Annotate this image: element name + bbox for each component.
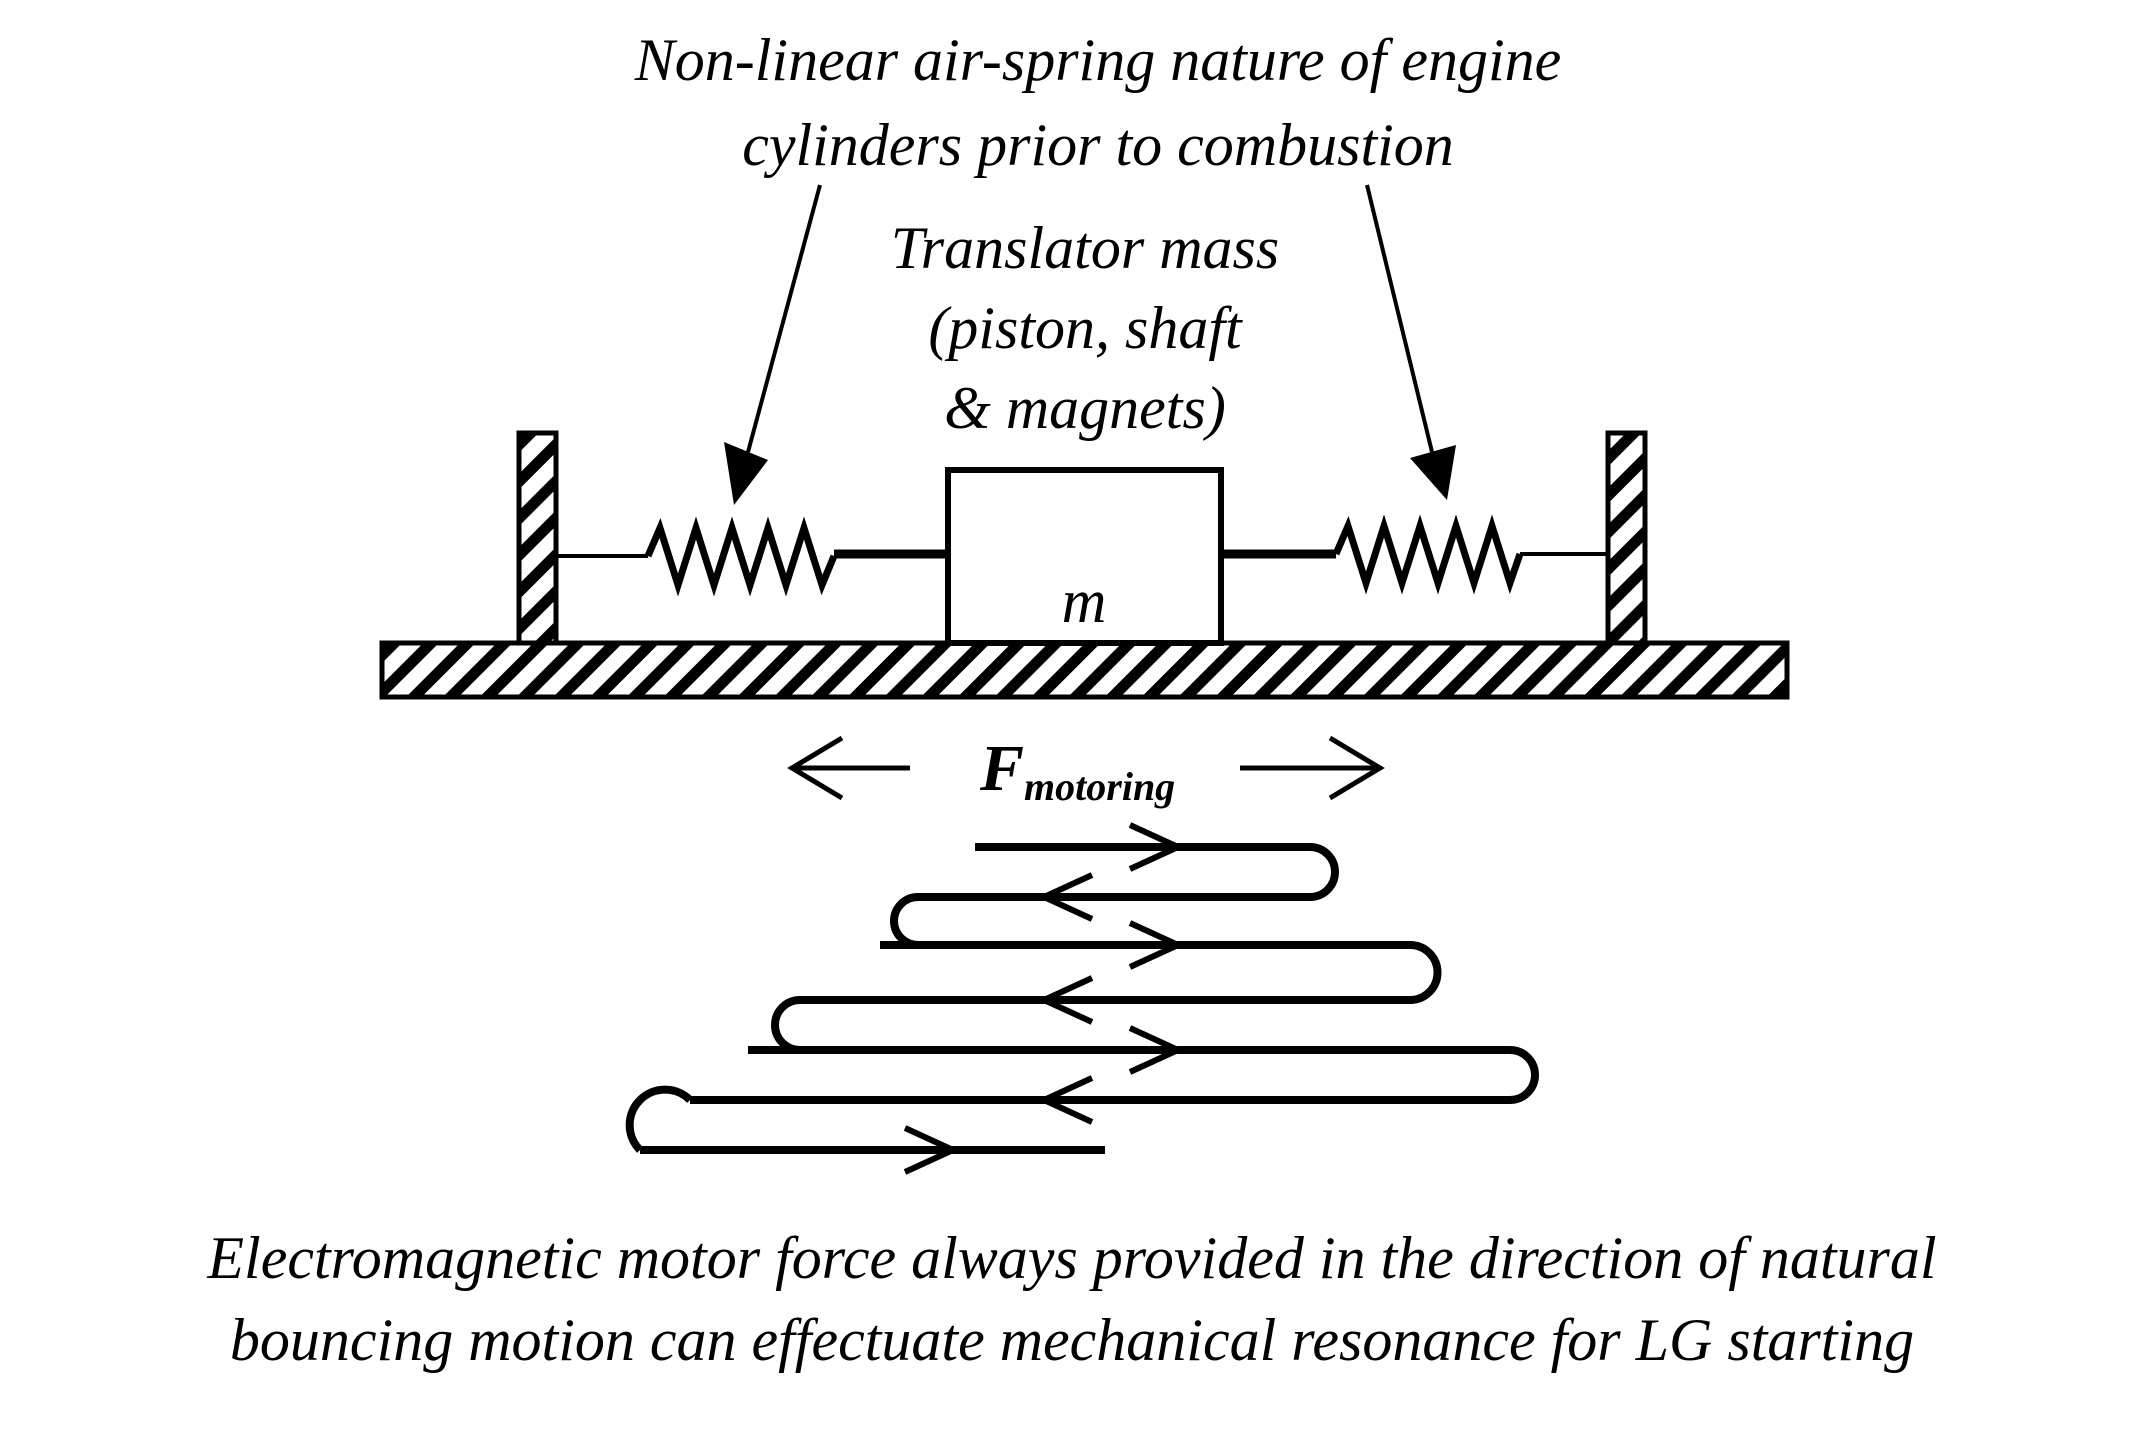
right-wall (1605, 430, 1648, 646)
translator-label-line2: (piston, shaft (928, 295, 1243, 361)
left-spring-pointer-arrow (724, 184, 822, 505)
caption-line1: Electromagnetic motor force always provi… (206, 1225, 1936, 1291)
force-right-arrow (1240, 735, 1385, 801)
air-spring-label-line2: cylinders prior to combustion (742, 112, 1454, 178)
air-spring-label-line1: Non-linear air-spring nature of engine (634, 27, 1562, 93)
left-spring (556, 516, 948, 597)
motion-path-arrowheads (903, 822, 1186, 1175)
force-symbol: F (979, 732, 1024, 805)
right-spring-pointer-arrow (1365, 184, 1456, 500)
translator-label-line1: Translator mass (891, 215, 1279, 281)
ground-base (379, 640, 1790, 700)
force-left-arrow (787, 735, 910, 801)
bouncing-motion-path (625, 843, 1539, 1154)
force-subscript: motoring (1024, 764, 1175, 809)
force-label: Fmotoring (979, 732, 1175, 809)
right-spring (1221, 514, 1608, 595)
left-wall (516, 430, 559, 646)
caption-line2: bouncing motion can effectuate mechanica… (230, 1307, 1914, 1373)
mass-symbol: m (1062, 568, 1107, 636)
translator-label-line3: & magnets) (944, 375, 1226, 441)
translator-mass-block (945, 467, 1224, 646)
